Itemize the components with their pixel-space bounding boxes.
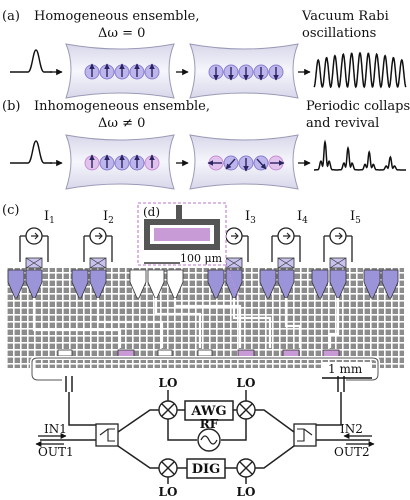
current-label-2: I2: [103, 209, 114, 226]
spin-a1-3: [114, 63, 130, 80]
spin-b2-3: [238, 155, 254, 172]
spins-a1: [84, 63, 160, 80]
panel-a-title-line1: Homogeneous ensemble,: [34, 9, 199, 24]
panel-b: (b) Inhomogeneous ensemble, Δω ≠ 0 Perio…: [2, 99, 410, 190]
launcher-pad: [363, 269, 381, 299]
lo-label-bottom-right: LO: [237, 485, 256, 499]
spin-a2-2: [223, 64, 239, 81]
current-label-4: I4: [297, 209, 308, 226]
lo-label-bottom-left: LO: [159, 485, 178, 499]
wiring-traces: [32, 298, 340, 348]
spin-b1-2: [99, 154, 115, 171]
chip-scale-label: 1 mm: [328, 362, 363, 376]
current-label-3: I3: [245, 209, 256, 226]
spins-b2: [207, 155, 285, 172]
panel-c: (c) I1 I2 I3 I4 I5: [2, 202, 404, 392]
splitter-right: [293, 423, 317, 447]
spin-b1-3: [114, 154, 130, 171]
panel-a-result-line2: oscillations: [302, 26, 376, 41]
spin-a1-5: [144, 63, 160, 80]
spin-b2-2: [223, 155, 239, 171]
spin-b1-1: [84, 154, 100, 171]
mixer-icon: [158, 400, 256, 478]
current-label-5: I5: [350, 209, 361, 226]
coupling-capacitor-right: [337, 376, 345, 392]
collapse-revival-trace: [314, 139, 406, 171]
launcher-pad: [207, 269, 225, 299]
input-pulse-b: [10, 140, 52, 164]
spin-b2-5: [268, 155, 285, 171]
awg-box: [184, 400, 234, 421]
chip-scale-bg: [322, 362, 372, 376]
in1-label: IN1: [44, 422, 67, 436]
dig-box: [186, 458, 226, 479]
out1-label: OUT1: [38, 445, 74, 459]
spins-b1: [84, 154, 160, 171]
current-source-2: [83, 227, 113, 269]
launcher-pad: [7, 269, 25, 299]
inset-d: (d) 100 μm: [137, 202, 241, 301]
spin-a1-4: [129, 63, 145, 80]
panel-b-result-line2: and revival: [306, 116, 379, 131]
launcher-pad: [71, 269, 89, 299]
lo-label-top-left: LO: [159, 376, 178, 390]
panel-b-result-line1: Periodic collapse: [306, 99, 410, 114]
spin-a1-2: [99, 63, 115, 80]
panel-a: (a) Homogeneous ensemble, Δω = 0 Vacuum …: [2, 9, 407, 99]
panel-a-result-line1: Vacuum Rabi: [301, 9, 389, 24]
spin-b1-4: [129, 154, 145, 171]
launcher-pad: [259, 269, 277, 299]
spin-b1-5: [144, 154, 160, 171]
spin-b2-1: [207, 155, 224, 171]
spin-a2-4: [253, 64, 269, 81]
launcher-pads: [7, 269, 399, 299]
panel-b-title-line1: Inhomogeneous ensemble,: [34, 99, 210, 114]
awg-label: AWG: [190, 404, 226, 419]
current-source-1: [19, 227, 49, 269]
current-source-4: [271, 227, 301, 269]
current-labels: I1 I2 I3 I4 I5: [44, 209, 361, 226]
lo-label-top-right: LO: [237, 376, 256, 390]
coupling-capacitor-left: [65, 376, 73, 392]
launcher-pad: [311, 269, 329, 299]
rf-label: RF: [200, 417, 219, 431]
spin-a2-5: [268, 64, 284, 81]
current-source-5: [323, 227, 353, 269]
resonators: [57, 349, 340, 358]
panel-a-label: (a): [2, 9, 20, 24]
inset-label: (d): [143, 205, 160, 219]
dig-label: DIG: [192, 462, 220, 477]
inset-callout-line: [225, 264, 241, 301]
panel-b-label: (b): [2, 99, 20, 114]
rabi-oscillation-trace: [313, 51, 407, 89]
panel-a-title-line2: Δω = 0: [98, 26, 145, 41]
splitter-left: [95, 423, 119, 447]
inset-lead: [176, 205, 182, 221]
panel-c-label: (c): [2, 203, 19, 218]
panel-b-title-line2: Δω ≠ 0: [98, 116, 145, 131]
input-pulse-a: [10, 49, 52, 73]
inset-resonator-fill: [154, 228, 210, 241]
spins-a2: [208, 64, 284, 81]
spin-a2-3: [238, 64, 254, 81]
launcher-pad: [129, 269, 147, 299]
spin-a1-1: [84, 63, 100, 80]
inset-scale-label: 100 μm: [180, 252, 223, 265]
feedline-outline: [31, 357, 379, 381]
measurement-circuit: [40, 390, 370, 484]
out2-label: OUT2: [334, 445, 370, 459]
current-bias-circuits: [19, 227, 353, 269]
spin-a2-1: [208, 64, 224, 81]
launcher-pad: [381, 269, 399, 299]
rf-source-icon: [197, 428, 221, 452]
in2-label: IN2: [340, 422, 363, 436]
current-label-1: I1: [44, 209, 55, 226]
spin-b2-4: [253, 155, 269, 171]
